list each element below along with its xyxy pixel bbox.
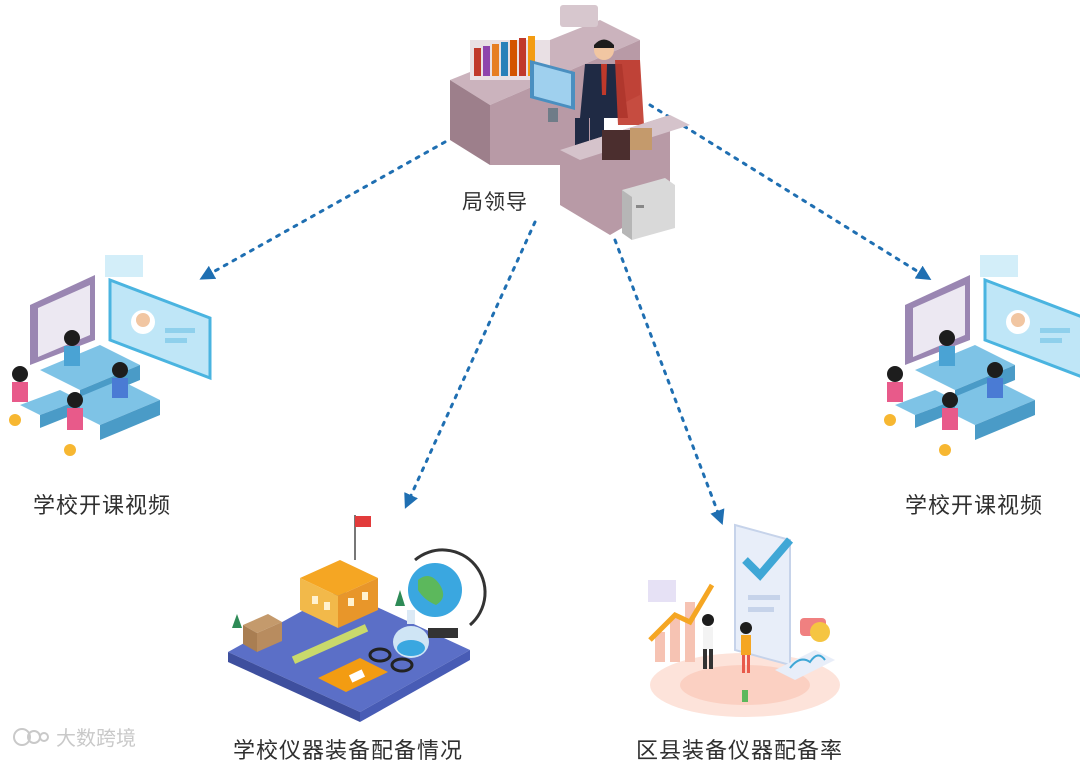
flag (355, 516, 371, 527)
tree (232, 614, 242, 628)
school-equipment-label: 学校仪器装备配备情况 (233, 733, 463, 765)
watermark-text: 大数跨境 (56, 722, 136, 751)
county-rate-illustration (648, 525, 840, 717)
phone (560, 5, 598, 27)
arrow-to-school-equipment (408, 222, 535, 502)
plant (742, 690, 748, 702)
speech-bubbles (800, 618, 830, 642)
school-equipment-illustration (228, 515, 485, 722)
watermark: 大数跨境 (12, 722, 136, 751)
county-rate-label: 区县装备仪器配备率 (636, 733, 843, 765)
school-video-right-label: 学校开课视频 (905, 488, 1043, 520)
leader-label: 局领导 (462, 186, 528, 216)
classroom-illustration-right (884, 255, 1080, 456)
classroom-illustration-left (9, 255, 210, 456)
tree (395, 590, 405, 606)
school-video-left-label: 学校开课视频 (33, 488, 171, 520)
globe (408, 550, 485, 638)
school-building (300, 515, 378, 628)
watermark-logo-icon (12, 726, 50, 748)
arrow-to-right-classroom (650, 105, 925, 276)
arrow-to-county-rate (615, 240, 720, 518)
arrow-to-left-classroom (206, 142, 445, 276)
